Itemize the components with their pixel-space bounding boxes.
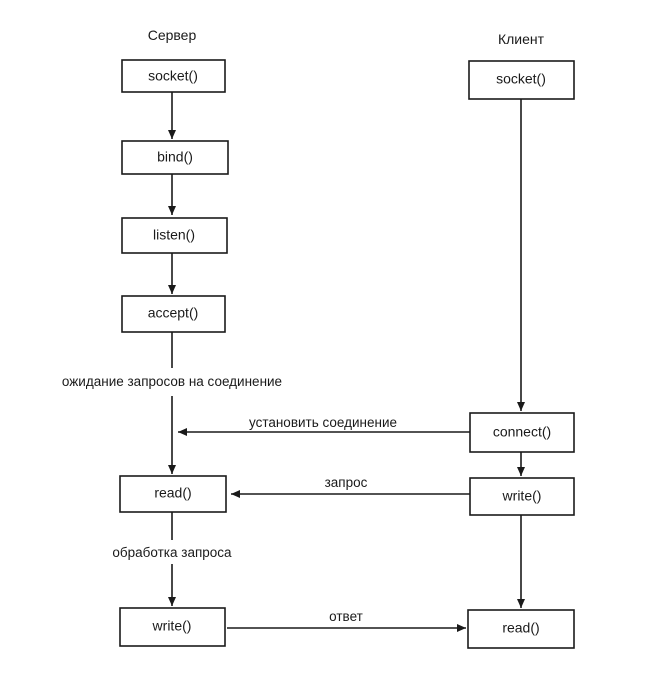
client-step-write: write() bbox=[469, 477, 575, 516]
message-request-label: запрос bbox=[325, 475, 368, 490]
message-establish-connection-label: установить соединение bbox=[249, 415, 397, 430]
message-response-label: ответ bbox=[329, 609, 363, 624]
server-step-bind: bind() bbox=[121, 140, 229, 175]
client-column-title: Клиент bbox=[498, 31, 545, 47]
server-step-write: write() bbox=[119, 607, 226, 647]
server-read-label: read() bbox=[154, 485, 191, 501]
server-step-listen: listen() bbox=[121, 217, 228, 254]
client-socket-label: socket() bbox=[496, 71, 546, 87]
server-accept-label: accept() bbox=[148, 305, 199, 321]
client-read-label: read() bbox=[502, 620, 539, 636]
server-listen-label: listen() bbox=[153, 227, 195, 243]
client-connect-label: connect() bbox=[493, 424, 551, 440]
message-arrows bbox=[178, 428, 470, 632]
server-bind-label: bind() bbox=[157, 149, 193, 165]
client-step-read: read() bbox=[467, 609, 575, 649]
server-write-label: write() bbox=[152, 618, 192, 634]
server-step-accept: accept() bbox=[121, 295, 226, 333]
request-processing-note: обработка запроса bbox=[112, 545, 232, 560]
server-step-read: read() bbox=[119, 475, 227, 513]
waiting-connections-note: ожидание запросов на соединение bbox=[62, 374, 282, 389]
server-socket-label: socket() bbox=[148, 68, 198, 84]
server-column-title: Сервер bbox=[148, 27, 197, 43]
server-step-socket: socket() bbox=[121, 59, 226, 93]
client-step-socket: socket() bbox=[468, 60, 575, 100]
client-write-label: write() bbox=[502, 488, 542, 504]
client-step-connect: connect() bbox=[469, 412, 575, 453]
